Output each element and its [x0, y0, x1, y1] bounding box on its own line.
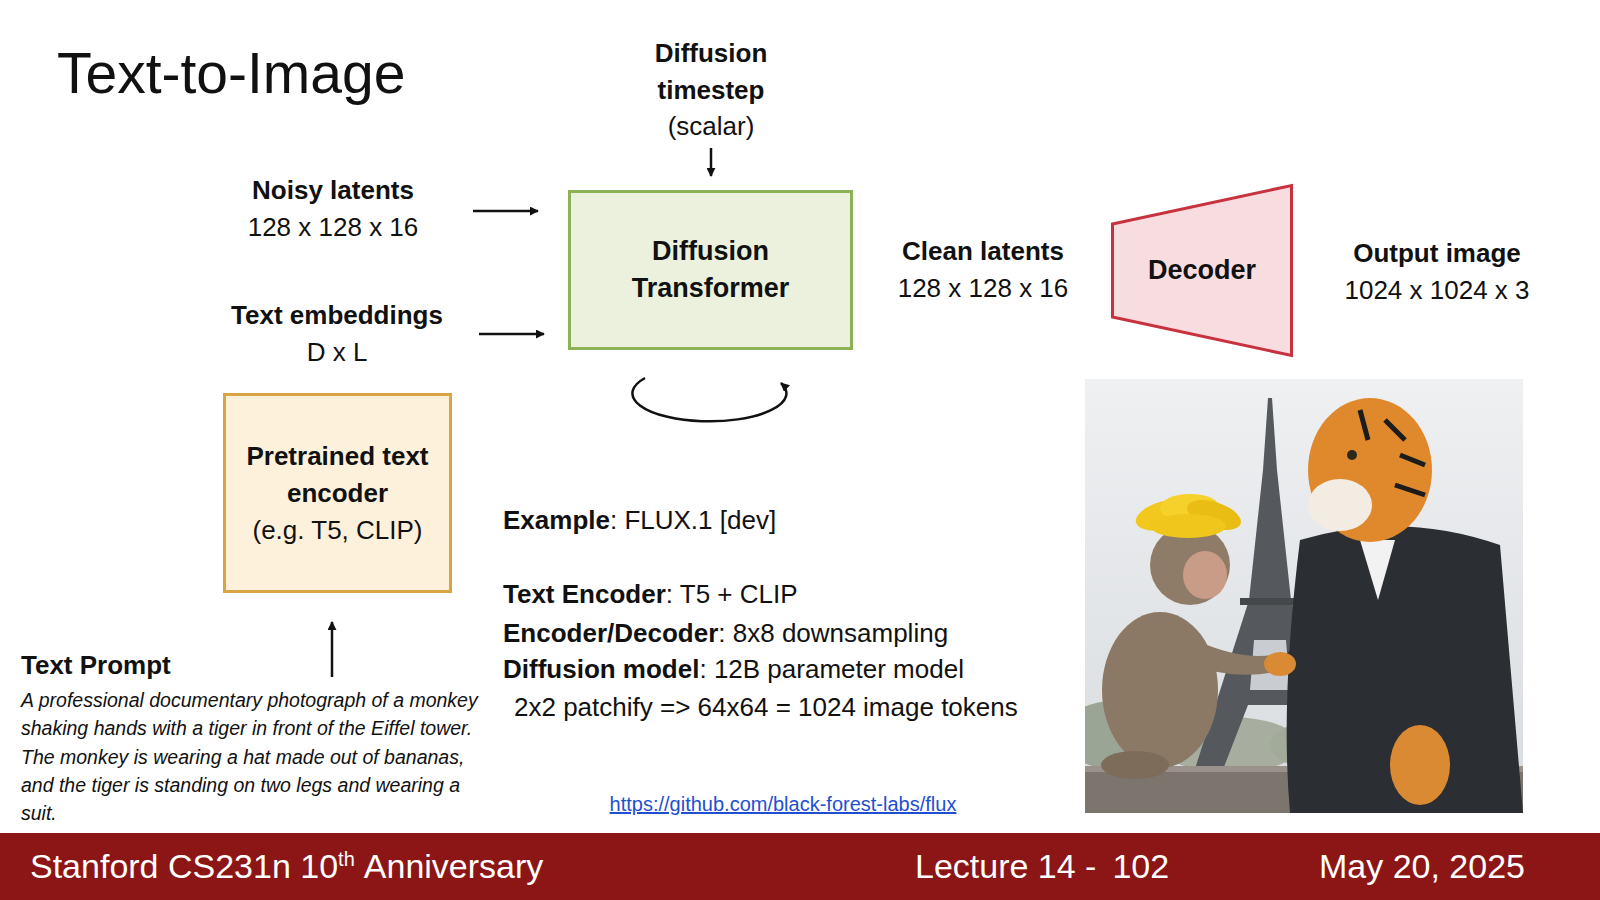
tiger-head — [1308, 398, 1432, 542]
tiger-shirt — [1360, 540, 1395, 600]
input-label: Text embeddings — [207, 297, 467, 334]
tiger-suit — [1287, 526, 1523, 813]
tiger-eye — [1347, 450, 1357, 460]
tiger-stripes — [1360, 410, 1425, 495]
footer-text: 102 — [1112, 847, 1169, 885]
input-note: (scalar) — [611, 108, 811, 145]
node-title: Diffusion Transformer — [583, 233, 838, 307]
spec-line: Text Encoder: T5 + CLIP — [503, 576, 798, 613]
footer-date: May 20, 2025 — [1195, 846, 1525, 886]
spec-line: 2x2 patchify => 64x64 = 1024 image token… — [514, 689, 1074, 726]
footer-band — [0, 833, 1600, 900]
spec-line: Example: FLUX.1 [dev] — [503, 502, 776, 539]
input-label: Diffusion timestep — [611, 35, 811, 109]
transformer-box: Diffusion Transformer — [568, 190, 853, 350]
handshake — [1264, 652, 1296, 676]
encoder-box: Pretrained text encoder(e.g. T5, CLIP) — [223, 393, 452, 593]
text-embeddings-arrow — [479, 333, 544, 336]
photo-sky — [1085, 379, 1523, 813]
timestep-arrow — [710, 148, 713, 176]
output-photo — [1085, 379, 1523, 813]
node-title: Decoder — [1148, 252, 1256, 289]
output-label: Output image — [1327, 235, 1547, 272]
source-link: https://github.com/black-forest-labs/flu… — [548, 791, 1018, 817]
eiffel-deck — [1240, 598, 1300, 605]
dimension: D x L — [207, 334, 467, 371]
loop-arrow — [632, 378, 786, 421]
footer-text: Lecture 14 - — [915, 847, 1096, 885]
spec-key: Example — [503, 505, 610, 535]
footer-text: Stanford CS231n 10 — [30, 847, 338, 885]
prompt-arrow — [331, 622, 334, 677]
footer-course: Stanford CS231n 10th Anniversary — [30, 846, 543, 886]
dimension: 1024 x 1024 x 3 — [1327, 272, 1547, 309]
dimension: 128 x 128 x 16 — [203, 209, 463, 246]
footer-text: th — [338, 848, 355, 870]
monkey-arm — [1190, 640, 1275, 675]
monkey-face — [1183, 551, 1227, 599]
spec-value: : 8x8 downsampling — [718, 618, 948, 648]
prompt-heading: Text Prompt — [21, 647, 321, 684]
spec-key: Text Encoder — [503, 579, 666, 609]
node-title: Pretrained text encoder — [238, 438, 437, 512]
footer-text: Anniversary — [364, 847, 544, 885]
noisy-latents-arrow — [473, 210, 538, 213]
monkey-body — [1102, 612, 1218, 768]
spec-key: Diffusion model — [503, 654, 699, 684]
footer-lecture: Lecture 14 - 102 — [915, 846, 1169, 886]
decoder-trapezoid: Decoder — [1111, 184, 1293, 357]
spec-key: Encoder/Decoder — [503, 618, 718, 648]
spec-line: Encoder/Decoder: 8x8 downsampling — [503, 615, 948, 652]
prompt-text: A professional documentary photograph of… — [21, 686, 491, 827]
spec-value: : 12B parameter model — [699, 654, 963, 684]
slide-title: Text-to-Image — [57, 38, 405, 108]
output-label: Clean latents — [868, 233, 1098, 270]
banana-hat — [1150, 514, 1226, 538]
node-note: (e.g. T5, CLIP) — [252, 512, 422, 549]
trapezoid-shape — [1113, 186, 1292, 356]
input-label: Noisy latents — [203, 172, 463, 209]
spec-line: Diffusion model: 12B parameter model — [503, 651, 964, 688]
spec-value: : FLUX.1 [dev] — [610, 505, 776, 535]
tiger-muzzle — [1308, 479, 1372, 531]
monkey-leg — [1101, 751, 1169, 779]
tiger-paw — [1390, 725, 1450, 805]
dimension: 128 x 128 x 16 — [868, 270, 1098, 307]
spec-value: : T5 + CLIP — [666, 579, 798, 609]
